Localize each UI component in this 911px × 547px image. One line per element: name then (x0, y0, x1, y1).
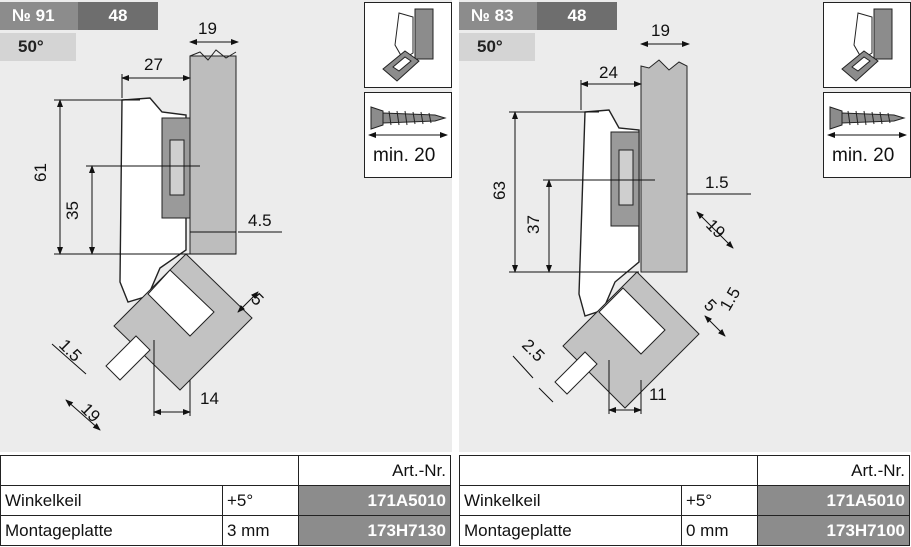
left-row1-spec: +5° (222, 485, 299, 516)
right-dim-2-5: 2.5 (518, 335, 548, 365)
right-dim-11: 11 (649, 385, 667, 404)
right-dim-1-5: 1.5 (716, 284, 744, 314)
left-row2-art: 173H7130 (298, 515, 451, 546)
table-row: Montageplatte 0 mm 173H7100 (459, 515, 910, 546)
right-dim-63: 63 (490, 181, 509, 200)
left-row1-name: Winkelkeil (0, 485, 223, 516)
table-row: Art.-Nr. (459, 455, 910, 486)
left-screw-icon-box: min. 20 (364, 92, 452, 178)
right-row2-spec: 0 mm (681, 515, 758, 546)
left-dim-35: 35 (63, 201, 82, 220)
right-min-label: min. 20 (832, 145, 895, 166)
screw-icon (368, 106, 448, 138)
left-dim-19-top: 19 (198, 19, 217, 38)
right-value-badge: 48 (537, 2, 617, 30)
hinge-mount-icon (841, 8, 893, 82)
left-angle-label: 50° (0, 33, 76, 61)
left-row1-art: 171A5010 (298, 485, 451, 516)
left-dim-1-5: 1.5 (55, 335, 85, 365)
right-dim-37: 37 (524, 215, 543, 234)
screw-icon (827, 106, 907, 138)
left-dim-4-5: 4.5 (248, 211, 272, 230)
right-row1-name: Winkelkeil (459, 485, 682, 516)
left-dim-19-bottom: 19 (77, 399, 104, 426)
left-row2-spec: 3 mm (222, 515, 299, 546)
table-row: Winkelkeil +5° 171A5010 (459, 485, 910, 516)
left-spec-table: Art.-Nr. Winkelkeil +5° 171A5010 Montage… (0, 455, 451, 546)
right-hinge-drawing: 19 24 63 37 1.5 19 5 1.5 2.5 11 (490, 21, 751, 414)
right-dim-24: 24 (599, 63, 618, 82)
left-dim-27: 27 (144, 55, 163, 74)
left-table-header: Art.-Nr. (298, 455, 451, 486)
right-row1-spec: +5° (681, 485, 758, 516)
right-number-badge: № 83 (459, 2, 537, 30)
right-dim-19-diag: 19 (702, 215, 729, 242)
left-row2-name: Montageplatte (0, 515, 223, 546)
right-spec-table: Art.-Nr. Winkelkeil +5° 171A5010 Montage… (459, 455, 910, 546)
left-min-label: min. 20 (373, 145, 436, 166)
right-dim-1-5-top: 1.5 (705, 173, 729, 192)
right-panel: № 83 48 50° 19 24 63 37 1.5 19 5 (459, 0, 911, 452)
right-cabinet-icon-box (823, 2, 911, 88)
table-row: Art.-Nr. (0, 455, 451, 486)
left-dim-14: 14 (200, 389, 219, 408)
table-row: Montageplatte 3 mm 173H7130 (0, 515, 451, 546)
right-row2-name: Montageplatte (459, 515, 682, 546)
right-dim-19-top: 19 (651, 21, 670, 40)
right-row2-art: 173H7100 (757, 515, 910, 546)
left-cabinet-icon-box (364, 2, 452, 88)
left-hinge-drawing: 19 27 61 35 4.5 5 1.5 19 14 (31, 19, 282, 431)
right-angle-label: 50° (459, 33, 535, 61)
left-dim-5: 5 (247, 289, 267, 309)
left-value-badge: 48 (78, 2, 158, 30)
left-number-badge: № 91 (0, 2, 78, 30)
table-row: Winkelkeil +5° 171A5010 (0, 485, 451, 516)
hinge-mount-icon (382, 8, 434, 82)
left-dim-61: 61 (31, 163, 50, 182)
left-panel: № 91 48 50° 19 27 (0, 0, 452, 452)
right-row1-art: 171A5010 (757, 485, 910, 516)
right-table-header: Art.-Nr. (757, 455, 910, 486)
right-screw-icon-box: min. 20 (823, 92, 911, 178)
